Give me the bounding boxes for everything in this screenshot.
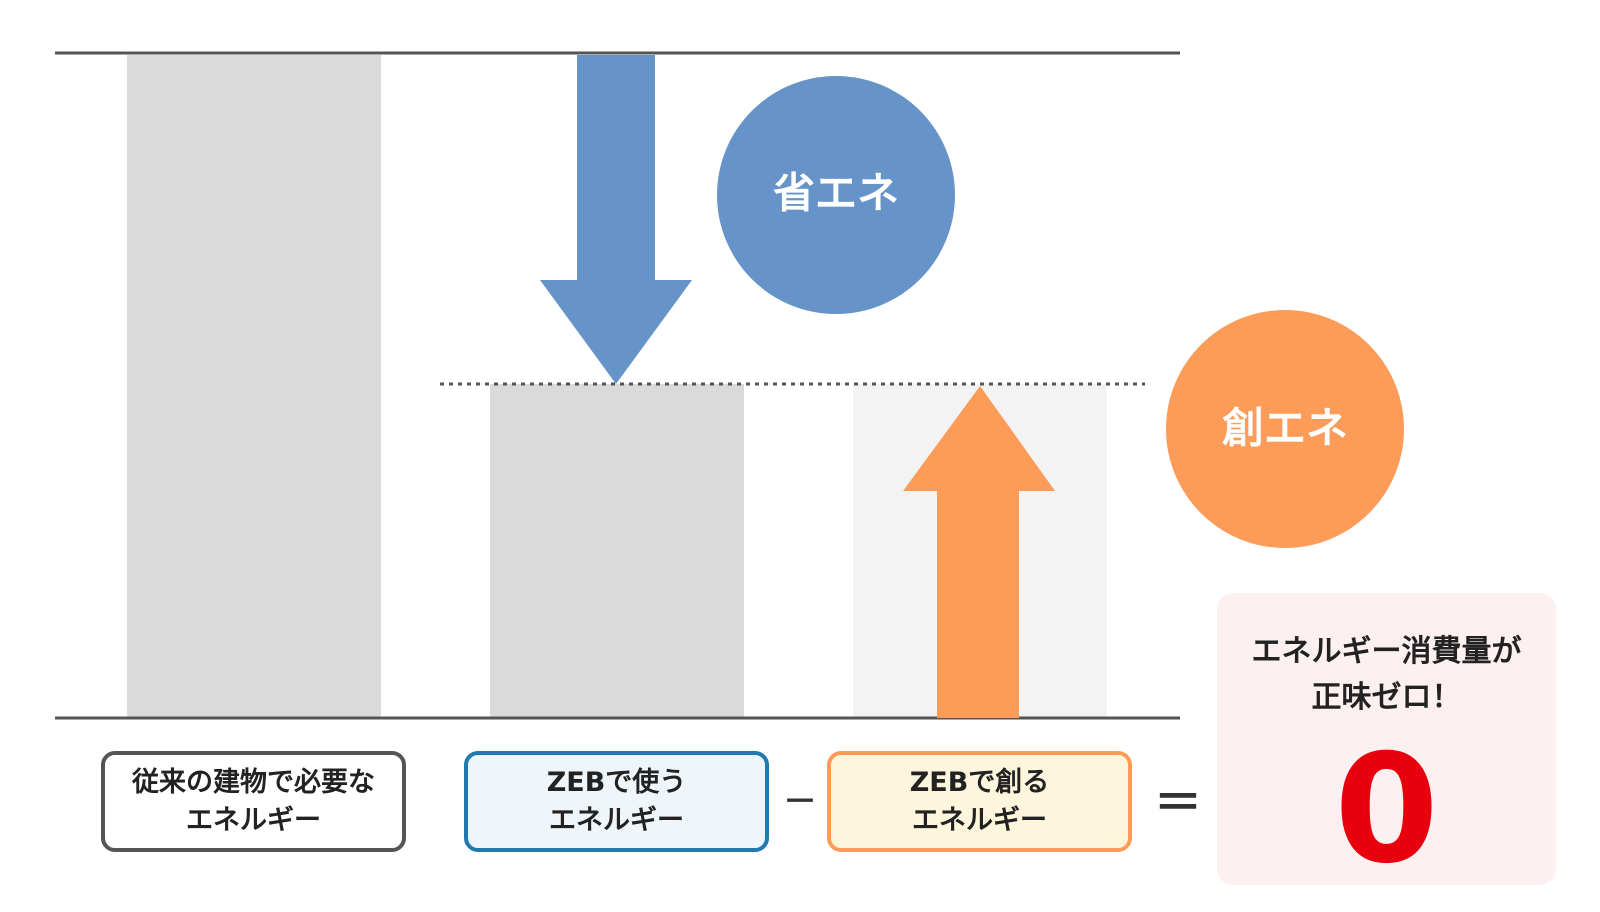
- label-zeb-create-line2: エネルギー: [911, 804, 1047, 836]
- result-message: エネルギー消費量が 正味ゼロ！: [1217, 629, 1556, 721]
- label-conventional-line1: 従来の建物で必要な: [132, 766, 375, 798]
- label-zeb-create-line1: ZEBで創る: [909, 766, 1050, 798]
- result-box: エネルギー消費量が 正味ゼロ！ 0: [1217, 593, 1556, 885]
- label-zeb-create-energy: ZEBで創る エネルギー: [827, 751, 1132, 852]
- label-conventional-line2: エネルギー: [186, 804, 321, 836]
- result-line2: 正味ゼロ！: [1311, 680, 1462, 715]
- bar-conventional-energy: [127, 55, 381, 718]
- creating-circle-label: 創エネ: [1222, 404, 1348, 453]
- label-zeb-use-line1: ZEBで使う: [546, 766, 687, 798]
- label-zeb-use-energy: ZEBで使う エネルギー: [464, 751, 769, 852]
- label-zeb-use-line2: エネルギー: [548, 804, 684, 836]
- creating-circle: [1166, 310, 1404, 548]
- result-zero-value: 0: [1334, 723, 1439, 897]
- label-conventional-energy: 従来の建物で必要な エネルギー: [101, 751, 406, 852]
- saving-circle-label: 省エネ: [773, 169, 899, 218]
- creating-up-arrow: [903, 386, 1055, 718]
- equals-operator: ＝: [1153, 775, 1202, 831]
- bar-zeb-use-energy: [490, 384, 744, 718]
- saving-down-arrow: [540, 55, 692, 384]
- minus-operator: －: [783, 782, 817, 822]
- saving-circle: [717, 76, 955, 314]
- result-line1: エネルギー消費量が: [1251, 634, 1522, 669]
